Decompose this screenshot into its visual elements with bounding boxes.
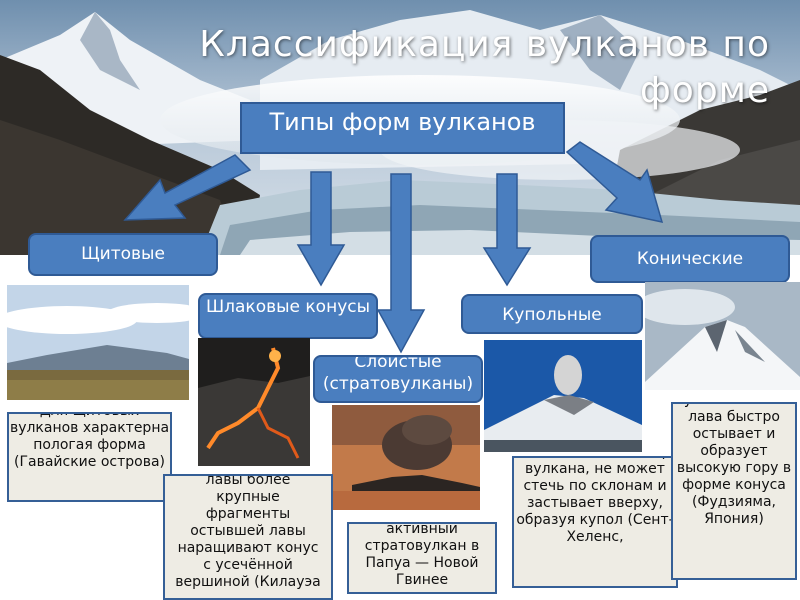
desc-dome-text: поднимаясь из недр вулкана, не может сте… bbox=[516, 458, 674, 545]
photo-conical-volcano bbox=[645, 282, 800, 390]
type-label-dome: Купольные bbox=[502, 305, 602, 325]
desc-conical-text: Густая и вязкая лава быстро остывает и о… bbox=[675, 404, 792, 527]
type-box-dome: Купольные bbox=[461, 294, 643, 334]
desc-conical: Густая и вязкая лава быстро остывает и о… bbox=[671, 402, 797, 580]
desc-shield: Для щитовых вулканов характерна пологая … bbox=[7, 412, 172, 502]
type-box-strato: Слоистые (стратовулканы) bbox=[313, 355, 483, 403]
root-box: Типы форм вулканов bbox=[240, 102, 565, 154]
desc-slag-text: При фонтанировании лавы более крупные фр… bbox=[175, 474, 321, 590]
type-box-conical: Конические bbox=[590, 235, 790, 283]
type-label-slag: Шлаковые конусы bbox=[205, 297, 371, 317]
photo-shield-volcano bbox=[7, 285, 189, 400]
desc-strato: Тавурвур — активный стратовулкан в Папуа… bbox=[347, 522, 497, 594]
photo-strato-volcano bbox=[332, 405, 480, 510]
desc-shield-text: Для щитовых вулканов характерна пологая … bbox=[9, 414, 170, 470]
desc-strato-text: Тавурвур — активный стратовулкан в Папуа… bbox=[364, 522, 480, 588]
root-label: Типы форм вулканов bbox=[269, 108, 536, 136]
type-box-shield: Щитовые bbox=[28, 233, 218, 276]
type-label-conical: Конические bbox=[636, 249, 744, 269]
photo-slag-cone bbox=[198, 338, 310, 466]
photo-dome-volcano bbox=[484, 340, 642, 452]
desc-slag: При фонтанировании лавы более крупные фр… bbox=[163, 474, 333, 600]
type-label-strato: Слоистые (стратовулканы) bbox=[322, 355, 474, 394]
type-box-slag: Шлаковые конусы bbox=[198, 293, 378, 339]
slide-title: Классификация вулканов по форме bbox=[199, 24, 770, 111]
desc-dome: поднимаясь из недр вулкана, не может сте… bbox=[512, 456, 678, 588]
type-label-shield: Щитовые bbox=[81, 244, 165, 264]
